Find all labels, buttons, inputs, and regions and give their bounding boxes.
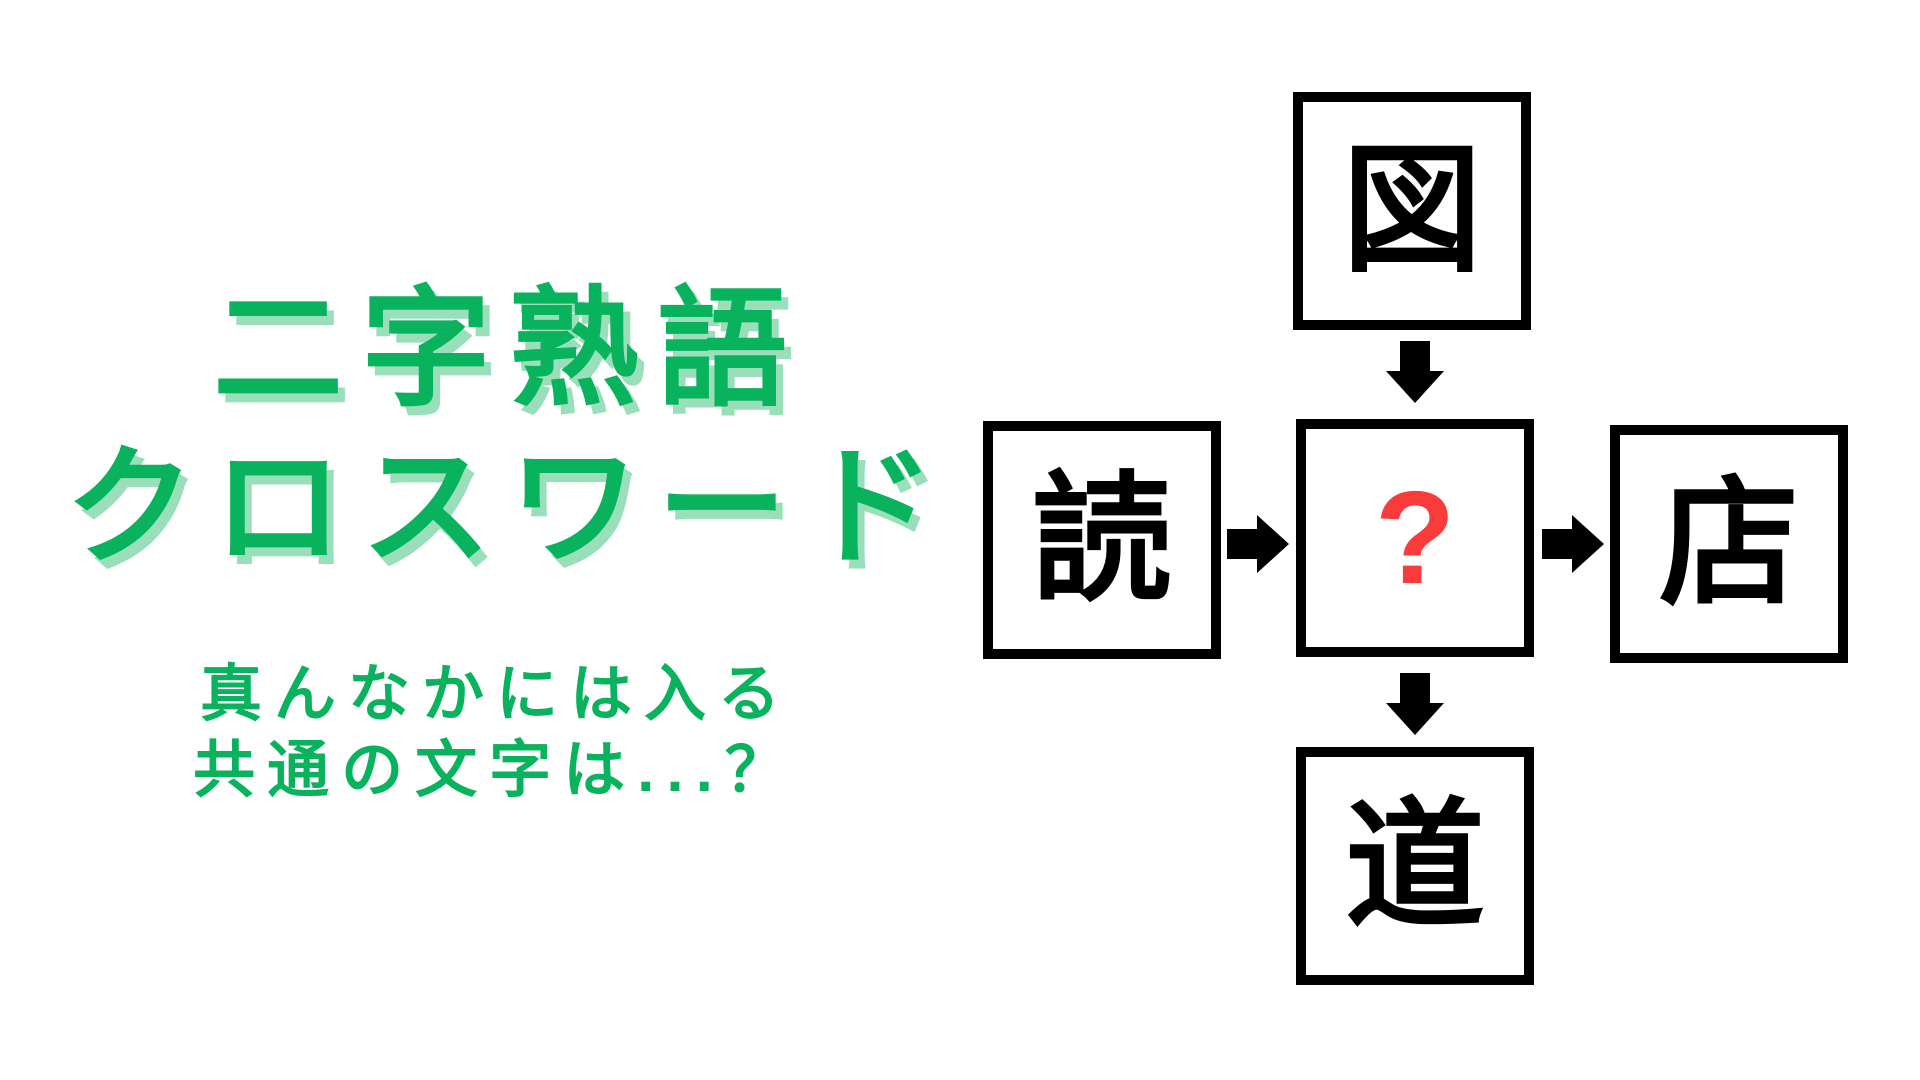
arrow-right-icon (1542, 515, 1604, 573)
puzzle-cell-left: 読 (983, 421, 1221, 659)
kanji-top: 図 (1341, 132, 1482, 289)
subtitle-line-2: 共通の文字は...？ (193, 736, 799, 805)
arrow-down-icon (1386, 341, 1444, 403)
puzzle-cell-right: 店 (1610, 425, 1848, 663)
puzzle-cell-top: 図 (1293, 92, 1531, 330)
title-line-1: 二字熟語 (212, 276, 805, 422)
title-line-2: クロスワード (64, 434, 953, 580)
kanji-bottom: 道 (1344, 787, 1485, 944)
arrow-down-icon (1386, 673, 1444, 735)
kanji-left: 読 (1031, 461, 1172, 618)
subtitle-line-1: 真んなかには入る (199, 660, 792, 729)
puzzle-cell-bottom: 道 (1296, 747, 1534, 985)
kanji-right: 店 (1658, 465, 1799, 622)
page-title: 二字熟語 クロスワード (20, 270, 980, 586)
arrow-right-icon (1227, 515, 1289, 573)
question-mark: ? (1374, 464, 1456, 611)
puzzle-cell-center: ? (1296, 419, 1534, 657)
page-subtitle: 真んなかには入る 共通の文字は...？ (20, 657, 960, 809)
